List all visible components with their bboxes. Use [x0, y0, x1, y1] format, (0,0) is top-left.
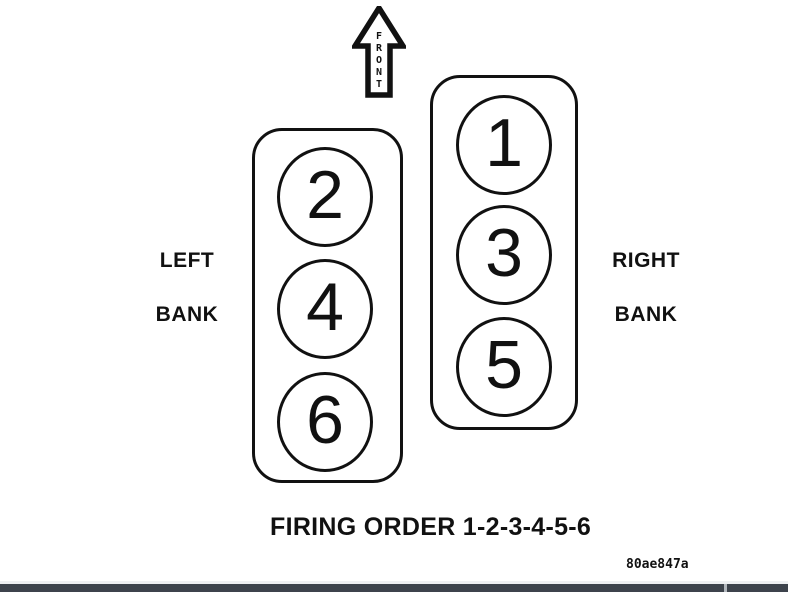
firing-order-caption: FIRING ORDER 1-2-3-4-5-6 — [270, 513, 592, 541]
figure-code: 80ae847a — [626, 557, 689, 572]
front-letter: T — [375, 79, 383, 90]
cylinder-3: 3 — [456, 205, 552, 305]
left-bank-label-line2: BANK — [155, 303, 219, 326]
front-letter: O — [375, 55, 383, 66]
front-letter: N — [375, 67, 383, 78]
cylinder-5: 5 — [456, 317, 552, 417]
right-bank-label-line1: RIGHT — [612, 249, 680, 272]
cylinder-6: 6 — [277, 372, 373, 472]
front-letter: F — [375, 31, 383, 42]
front-arrow-label: F R O N T — [352, 31, 406, 91]
right-bank-label-line2: BANK — [614, 303, 678, 326]
cylinder-2: 2 — [277, 147, 373, 247]
up-arrow-icon — [352, 6, 406, 98]
front-letter: R — [375, 43, 383, 54]
left-bank-label-line1: LEFT — [159, 249, 215, 272]
left-bank-label: LEFT BANK — [120, 220, 254, 355]
right-bank-label: RIGHT BANK — [580, 220, 712, 355]
cylinder-1: 1 — [456, 95, 552, 195]
window-bottom-bar — [0, 584, 788, 592]
bottom-bar-divider — [724, 584, 727, 592]
bottom-edge-highlight — [0, 581, 788, 584]
cylinder-4: 4 — [277, 259, 373, 359]
front-direction-arrow: F R O N T — [352, 6, 406, 100]
